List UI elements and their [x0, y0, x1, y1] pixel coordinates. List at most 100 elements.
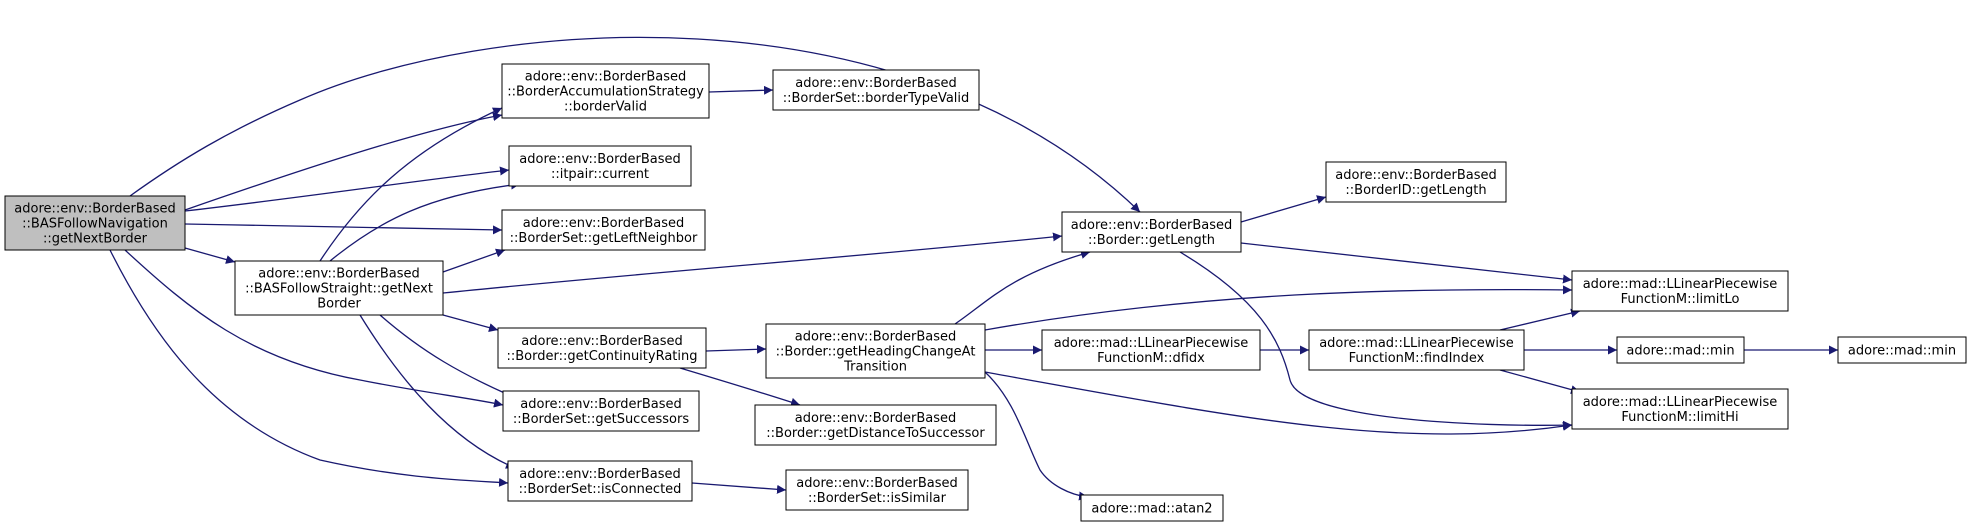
- edge-root-to-borderset_isconn: [109, 249, 509, 487]
- edge-border_headingchange-to-llpf_limithi: [984, 371, 1573, 435]
- node-label-line: Border: [317, 297, 361, 312]
- node-basfs-getnext[interactable]: adore::env::BorderBased::BASFollowStraig…: [234, 260, 444, 316]
- edge-line: [954, 250, 1091, 325]
- node-box: [1837, 336, 1967, 364]
- node-label-line: ::Border::getHeadingChangeAt: [776, 345, 976, 360]
- node-llpf-limitlo[interactable]: adore::mad::LLinearPiecewiseFunctionM::l…: [1571, 270, 1789, 312]
- node-label-line: ::BorderSet::isSimilar: [808, 491, 947, 506]
- node-label-line: adore::env::BorderBased: [795, 411, 956, 426]
- node-label-line: ::BorderSet::getLeftNeighbor: [510, 231, 698, 246]
- node-box: [234, 260, 444, 316]
- node-box: [497, 327, 707, 369]
- node-label-line: adore::mad::min: [1848, 344, 1956, 359]
- edge-line: [442, 232, 1063, 294]
- node-itpair-current[interactable]: adore::env::BorderBased::itpair::current: [508, 145, 692, 187]
- node-label-line: adore::env::BorderBased: [525, 70, 686, 85]
- node-border-headingchange[interactable]: adore::env::BorderBased::Border::getHead…: [765, 323, 986, 379]
- edge-border_getlength-to-borderid_getlength: [1240, 195, 1327, 223]
- node-box: [507, 460, 693, 502]
- node-llpf-limithi[interactable]: adore::mad::LLinearPiecewiseFunctionM::l…: [1571, 388, 1789, 430]
- edge-basfs_getnext-to-borderset_getleft: [442, 248, 506, 273]
- edges-layer: [109, 36, 1838, 501]
- node-accum-bordervalid[interactable]: adore::env::BorderBased::BorderAccumulat…: [501, 63, 710, 119]
- node-llpf-dfidx[interactable]: adore::mad::LLinearPiecewiseFunctionM::d…: [1041, 329, 1261, 371]
- node-label-line: adore::env::BorderBased: [795, 76, 956, 91]
- edge-border_getlength-to-llpf_limithi: [1179, 251, 1573, 430]
- node-label-line: adore::env::BorderBased: [1071, 218, 1232, 233]
- node-label-line: ::BorderID::getLength: [1345, 183, 1486, 198]
- node-label-line: adore::env::BorderBased: [14, 202, 175, 217]
- node-box: [508, 145, 692, 187]
- edge-border_contrating-to-border_distsucc: [679, 367, 801, 407]
- edge-line: [124, 249, 504, 408]
- edge-border_getlength-to-llpf_limitlo: [1240, 242, 1573, 284]
- edge-line: [1179, 251, 1573, 430]
- node-borderset-issimilar[interactable]: adore::env::BorderBased::BorderSet::isSi…: [785, 469, 969, 511]
- edge-line: [984, 371, 1573, 435]
- node-box: [1308, 329, 1525, 371]
- edge-border_headingchange-to-border_getlength: [954, 250, 1091, 325]
- edge-basfs_getnext-to-accum_bordervalid: [319, 107, 503, 262]
- node-label-line: ::itpair::current: [551, 167, 649, 182]
- edge-border_headingchange-to-mad_atan2: [984, 371, 1089, 501]
- node-box: [502, 390, 700, 432]
- node-label-line: adore::mad::atan2: [1091, 502, 1212, 517]
- node-label-line: adore::env::BorderBased: [258, 267, 419, 282]
- node-borderset-typevalid[interactable]: adore::env::BorderBased::BorderSet::bord…: [772, 69, 980, 111]
- edge-basfs_getnext-to-border_contrating: [442, 314, 499, 332]
- edge-line: [691, 482, 787, 494]
- node-box: [1325, 161, 1507, 203]
- node-mad-min1[interactable]: adore::mad::min: [1616, 336, 1745, 364]
- node-borderset-getleft[interactable]: adore::env::BorderBased::BorderSet::getL…: [501, 209, 706, 251]
- node-label-line: ::Border::getDistanceToSuccessor: [766, 426, 985, 441]
- edge-line: [705, 344, 767, 354]
- node-box: [1061, 211, 1242, 253]
- node-mad-atan2[interactable]: adore::mad::atan2: [1080, 494, 1224, 522]
- node-border-getlength[interactable]: adore::env::BorderBased::Border::getLeng…: [1061, 211, 1242, 253]
- edge-accum_bordervalid-to-borderset_typevalid: [708, 85, 774, 95]
- edge-line: [1240, 195, 1327, 223]
- node-label-line: adore::mad::LLinearPiecewise: [1054, 336, 1249, 351]
- node-label-line: adore::mad::min: [1626, 344, 1734, 359]
- node-label-line: FunctionM::limitLo: [1621, 292, 1740, 307]
- edge-llpf_findindex-to-llpf_limithi: [1499, 369, 1581, 394]
- edge-line: [329, 180, 521, 262]
- node-label-line: ::borderValid: [564, 100, 647, 115]
- node-box: [1080, 494, 1224, 522]
- node-border-contrating[interactable]: adore::env::BorderBased::Border::getCont…: [497, 327, 707, 369]
- node-label-line: ::BorderAccumulationStrategy: [507, 85, 704, 100]
- edge-line: [184, 223, 503, 235]
- node-label-line: FunctionM::limitHi: [1621, 410, 1738, 425]
- node-root[interactable]: adore::env::BorderBased::BASFollowNaviga…: [4, 195, 186, 251]
- node-label-line: ::getNextBorder: [43, 232, 148, 247]
- edge-line: [109, 249, 509, 487]
- edge-basfs_getnext-to-border_getlength: [442, 232, 1063, 294]
- node-box: [501, 209, 706, 251]
- node-borderset-isconn[interactable]: adore::env::BorderBased::BorderSet::isCo…: [507, 460, 693, 502]
- edge-root-to-borderset_getsucc: [124, 249, 504, 408]
- edge-root-to-basfs_getnext: [184, 247, 236, 264]
- edge-line: [679, 367, 801, 407]
- node-label-line: adore::mad::LLinearPiecewise: [1583, 395, 1778, 410]
- node-label-line: ::Border::getLength: [1088, 233, 1215, 248]
- edge-border_headingchange-to-llpf_limitlo: [984, 285, 1573, 331]
- edge-root-to-itpair_current: [184, 166, 510, 212]
- edge-root-to-borderset_getleft: [184, 223, 503, 235]
- edge-line: [708, 85, 774, 95]
- edge-root-to-accum_bordervalid: [184, 112, 503, 211]
- node-label-line: adore::env::BorderBased: [795, 330, 956, 345]
- edge-borderset_isconn-to-borderset_issimilar: [691, 482, 787, 494]
- node-borderid-getlength[interactable]: adore::env::BorderBased::BorderID::getLe…: [1325, 161, 1507, 203]
- edge-line: [442, 314, 499, 332]
- node-label-line: ::BASFollowNavigation: [22, 217, 168, 232]
- node-label-line: Transition: [843, 360, 907, 375]
- node-borderset-getsucc[interactable]: adore::env::BorderBased::BorderSet::getS…: [502, 390, 700, 432]
- edge-line: [984, 371, 1089, 501]
- edge-line: [1499, 308, 1581, 331]
- edge-line: [184, 166, 510, 212]
- node-llpf-findindex[interactable]: adore::mad::LLinearPiecewiseFunctionM::f…: [1308, 329, 1525, 371]
- node-mad-min2[interactable]: adore::mad::min: [1837, 336, 1967, 364]
- node-border-distsucc[interactable]: adore::env::BorderBased::Border::getDist…: [754, 404, 997, 446]
- node-label-line: adore::env::BorderBased: [1335, 168, 1496, 183]
